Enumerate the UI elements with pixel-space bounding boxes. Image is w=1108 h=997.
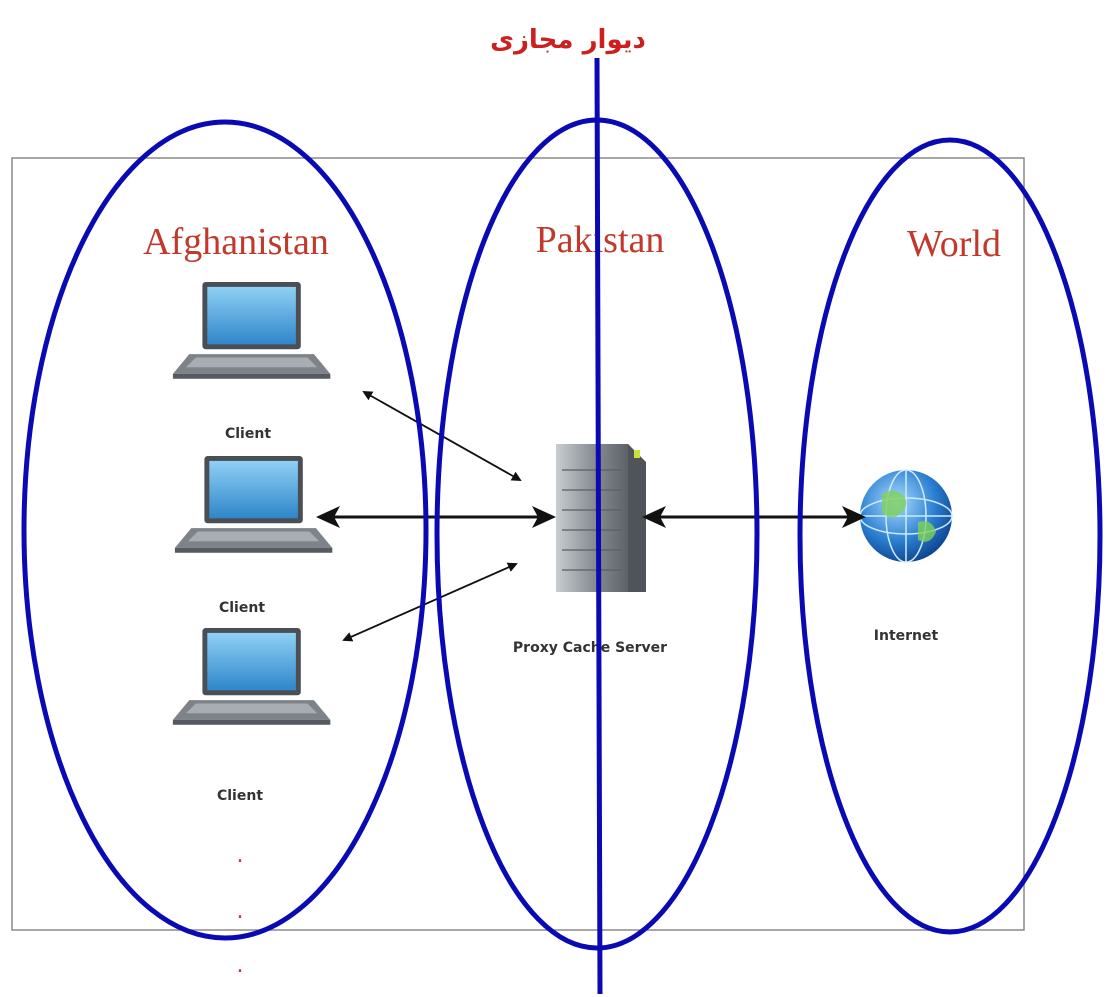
client-laptop-icon-2 — [174, 456, 333, 553]
client-label-2: Client — [219, 600, 265, 616]
client-laptop-icon-1 — [172, 282, 331, 379]
virtual-wall-label: دیوار مجازی — [490, 25, 646, 55]
internet-globe-icon — [859, 469, 953, 563]
more-clients-dot-3: . — [237, 953, 244, 978]
virtual-wall-line — [594, 57, 603, 995]
region-label-afghanistan: Afghanistan — [143, 221, 329, 263]
more-clients-dot-1: . — [237, 843, 244, 868]
proxy-server-icon — [556, 444, 646, 592]
region-ellipse-world — [797, 137, 1103, 935]
diagram-frame — [11, 157, 1025, 931]
client-label-1: Client — [225, 426, 271, 442]
arrow-client3-proxy — [342, 562, 518, 642]
region-ellipse-afghanistan — [21, 119, 429, 941]
proxy-server-label: Proxy Cache Server — [513, 640, 667, 656]
region-label-world: World — [907, 223, 1001, 265]
internet-label: Internet — [874, 628, 939, 644]
client-label-3: Client — [217, 788, 263, 804]
client-laptop-icon-3 — [172, 628, 331, 725]
more-clients-dot-2: . — [237, 899, 244, 924]
